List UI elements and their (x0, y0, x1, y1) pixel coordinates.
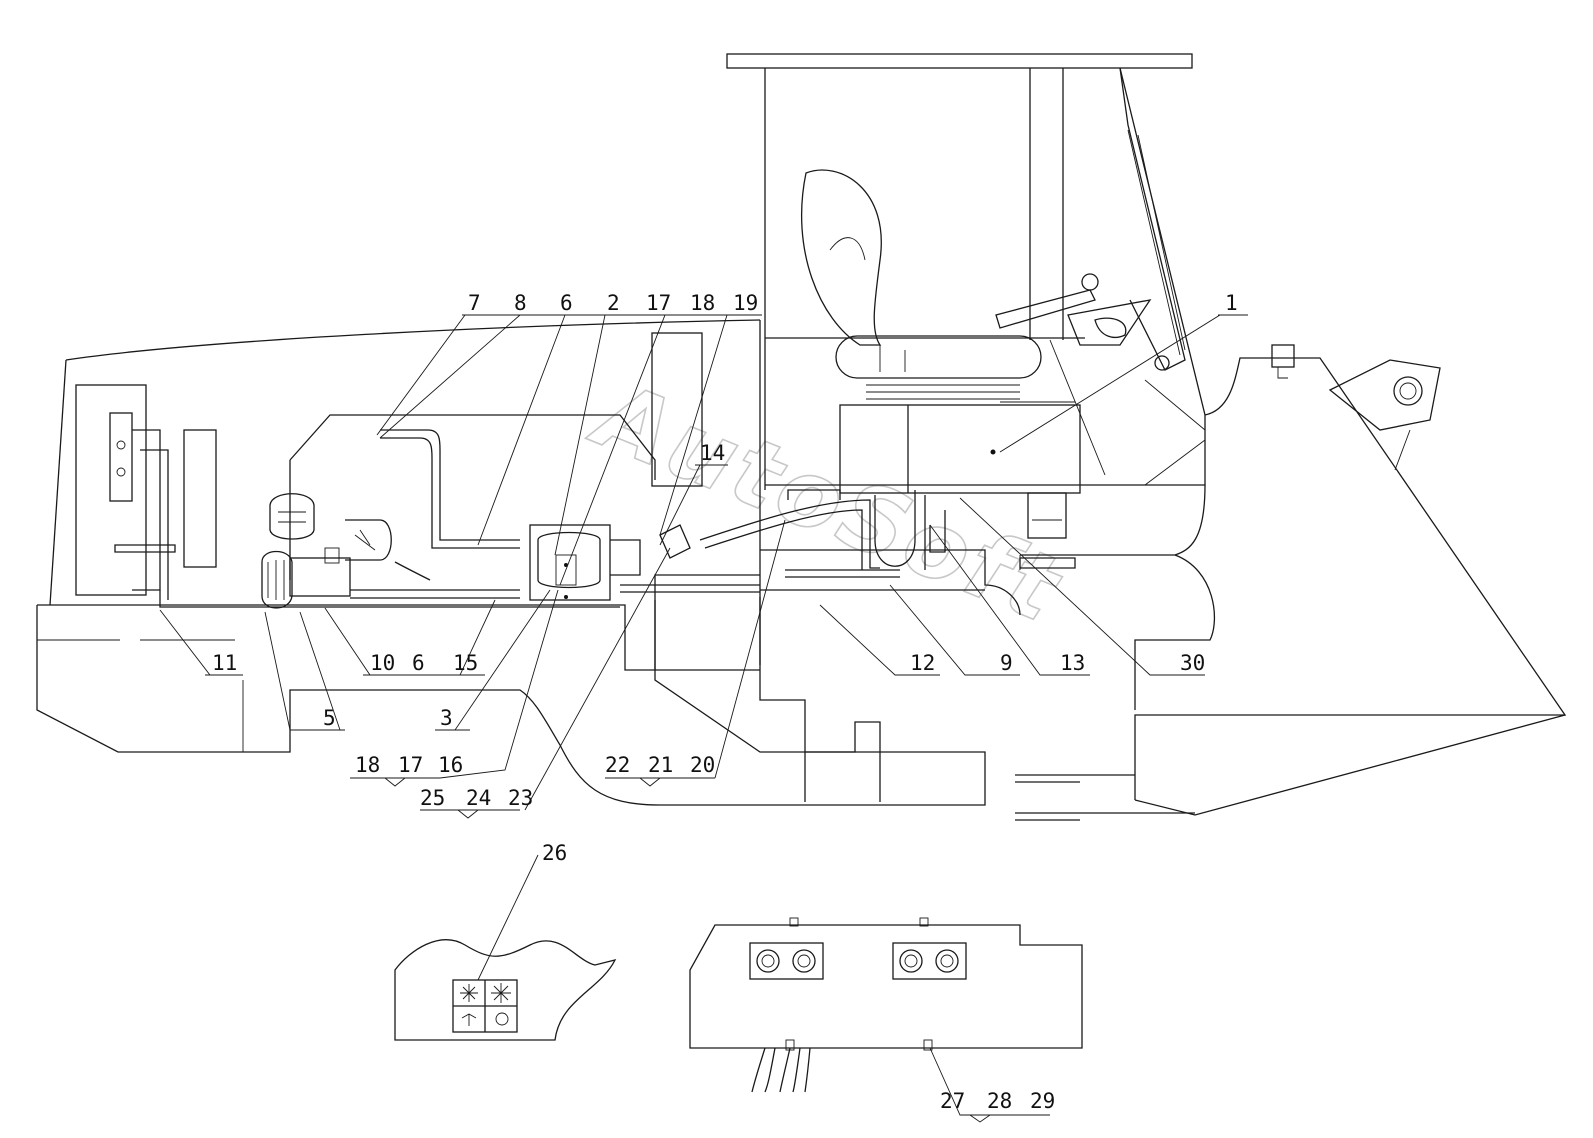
callout-26: 26 (542, 841, 567, 865)
callout-10: 10 (370, 651, 395, 675)
callout-17b: 17 (398, 753, 423, 777)
callout-3: 3 (440, 706, 453, 730)
steering-column (995, 273, 1170, 476)
callout-23: 23 (508, 786, 533, 810)
callout-27: 27 (940, 1089, 965, 1113)
receiver-drier (529, 524, 691, 601)
callout-22: 22 (605, 753, 630, 777)
callout-12: 12 (910, 651, 935, 675)
refrigerant-hoses (350, 429, 946, 599)
callout-16: 16 (438, 753, 463, 777)
callout-6b: 6 (412, 651, 425, 675)
callout-29: 29 (1030, 1089, 1055, 1113)
callout-13: 13 (1060, 651, 1085, 675)
callout-28: 28 (987, 1089, 1012, 1113)
condenser-assembly (109, 412, 620, 608)
callout-9: 9 (1000, 651, 1013, 675)
expansion-valve (345, 519, 392, 561)
callout-24: 24 (466, 786, 491, 810)
callout-8: 8 (514, 291, 527, 315)
callout-11: 11 (212, 651, 237, 675)
compressor (261, 493, 351, 609)
cab-unit-detail (689, 917, 1083, 1093)
callout-1: 1 (1225, 291, 1238, 315)
callout-2: 2 (607, 291, 620, 315)
callout-18b: 18 (355, 753, 380, 777)
control-panel-detail (394, 939, 617, 1041)
callout-15: 15 (453, 651, 478, 675)
callout-30: 30 (1180, 651, 1205, 675)
cab-evaporator-unit (839, 401, 1081, 539)
machine-body (36, 319, 1021, 806)
callout-19: 19 (733, 291, 758, 315)
callout-18a: 18 (690, 291, 715, 315)
callout-underlines (205, 314, 1248, 731)
callout-6a: 6 (560, 291, 573, 315)
callout-21: 21 (648, 753, 673, 777)
callout-labels: 1 2 3 5 6 6 7 8 9 10 11 12 13 14 15 16 1… (212, 291, 1238, 1113)
callout-14: 14 (700, 441, 725, 465)
operator-seat (800, 169, 1042, 400)
callout-5: 5 (323, 706, 336, 730)
cab-outline (726, 53, 1206, 490)
callout-17a: 17 (646, 291, 671, 315)
callout-7: 7 (468, 291, 481, 315)
callout-25: 25 (420, 786, 445, 810)
callout-20: 20 (690, 753, 715, 777)
loader-frame-right (1015, 344, 1567, 821)
